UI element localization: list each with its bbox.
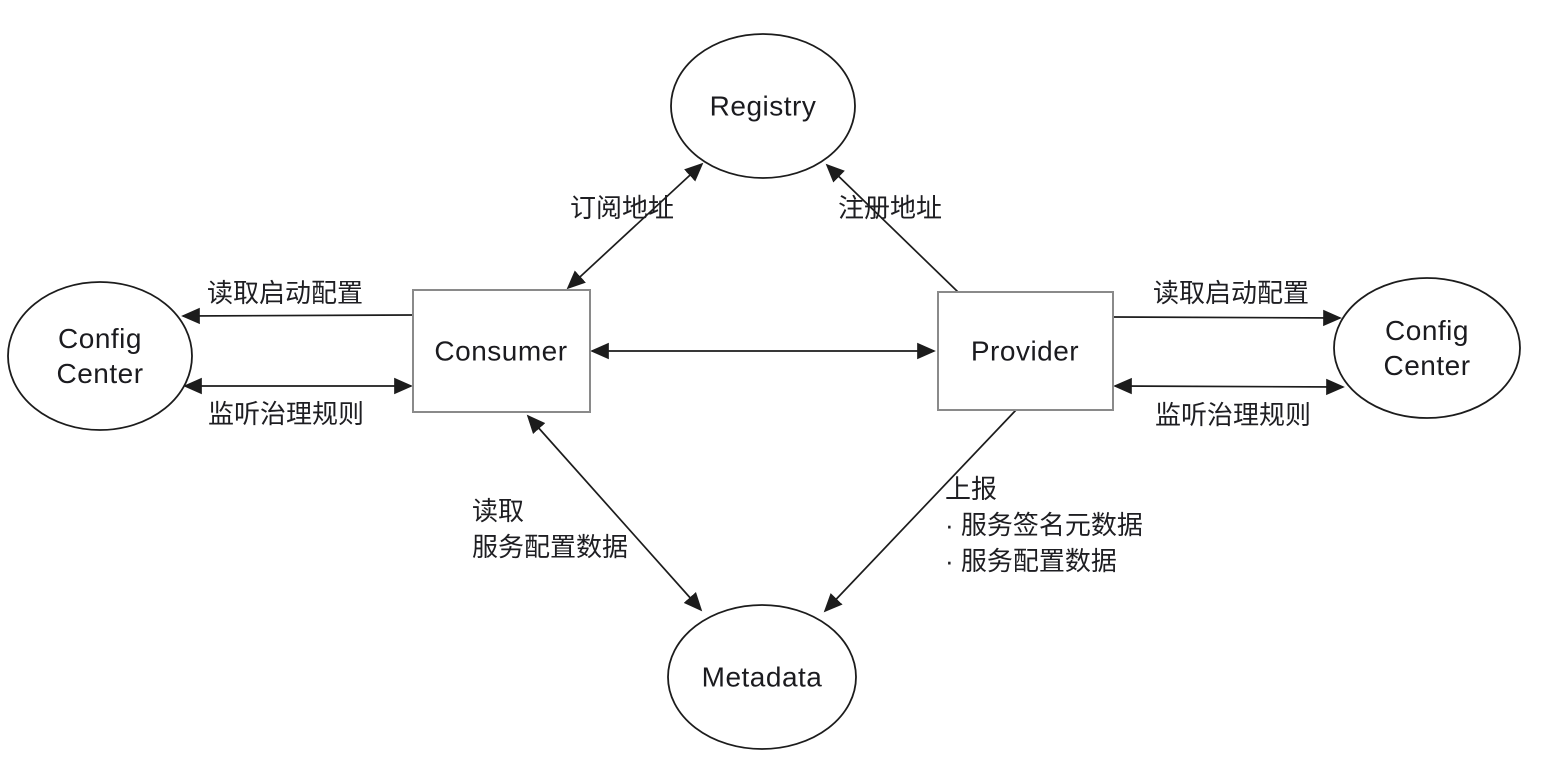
registry-node-label: Registry	[709, 90, 817, 122]
config-center-left-node-shape	[7, 281, 193, 431]
consumer-configcenter-left-read-arrow	[181, 307, 414, 325]
config-center-right-node-label: Config Center	[1383, 315, 1471, 381]
read-startup-config-left-edge-label: 读取启动配置	[207, 278, 364, 308]
provider-metadata-report-arrow	[823, 409, 1017, 613]
report-service-data-edge-label: 上报 · 服务签名元数据 · 服务配置数据	[945, 474, 1143, 576]
listen-governance-rules-left-edge-label: 监听治理规则	[208, 399, 365, 429]
subscribe-address-edge-label: 订阅地址	[570, 193, 675, 223]
listen-governance-rules-right-edge-label: 监听治理规则	[1155, 400, 1312, 430]
consumer-node-label: Consumer	[434, 335, 568, 367]
metadata-node-label: Metadata	[701, 661, 823, 693]
provider-configcenter-right-read-arrow	[1112, 309, 1342, 327]
read-startup-config-right-edge-label: 读取启动配置	[1153, 278, 1310, 308]
provider-node-label: Provider	[970, 335, 1080, 367]
registry-node-shape	[670, 33, 856, 179]
read-service-config-edge-label: 读取 服务配置数据	[472, 496, 629, 562]
provider-node-shape	[937, 291, 1114, 411]
provider-configcenter-right-listen-arrow	[1113, 377, 1345, 396]
config-center-left-node-label: Config Center	[56, 323, 144, 389]
config-center-right-node-shape	[1333, 277, 1521, 419]
metadata-node-shape	[667, 604, 857, 750]
consumer-metadata-read-arrow	[526, 414, 703, 612]
provider-registry-register-arrow	[825, 163, 959, 293]
consumer-node-shape	[412, 289, 591, 413]
consumer-registry-subscribe-arrow	[566, 162, 704, 290]
register-address-edge-label: 注册地址	[838, 193, 943, 223]
